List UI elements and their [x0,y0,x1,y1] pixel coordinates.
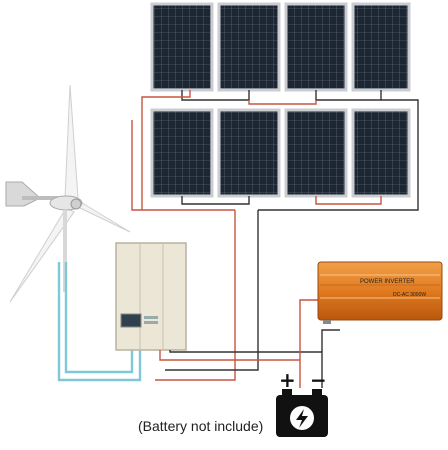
controller-display [120,313,142,328]
battery-terminal-negative [312,389,322,395]
solar-panel [217,108,281,198]
solar-panel-row-bottom [150,108,411,198]
turbine-cable [57,262,142,382]
solar-panel [284,108,348,198]
turbine-tail-boom [22,196,58,200]
turbine-tower [63,210,67,292]
battery-terminal-positive [282,389,292,395]
battery-negative-label: − [310,368,327,392]
panel-wiring [131,90,419,381]
solar-panel-row-top [150,2,411,92]
battery [276,389,328,437]
charge-controller [115,242,187,351]
battery-note: (Battery not include) [138,418,264,434]
lightning-bolt-icon [296,409,308,428]
solar-panel [284,2,348,92]
turbine-tail [5,181,41,207]
wind-turbine [5,84,131,303]
inverter-rating: DC-AC 3000W [393,292,426,298]
solar-panel [351,2,411,92]
solar-panel [217,2,281,92]
solar-panel [351,108,411,198]
battery-positive-label: + [279,368,296,392]
inverter-title: POWER INVERTER [360,279,415,285]
solar-panel [150,2,214,92]
controller-wiring [159,299,340,388]
power-inverter: POWER INVERTER DC-AC 3000W [317,261,443,324]
solar-panel [150,108,214,198]
turbine-blade [64,84,79,199]
turbine-hub [70,198,82,210]
